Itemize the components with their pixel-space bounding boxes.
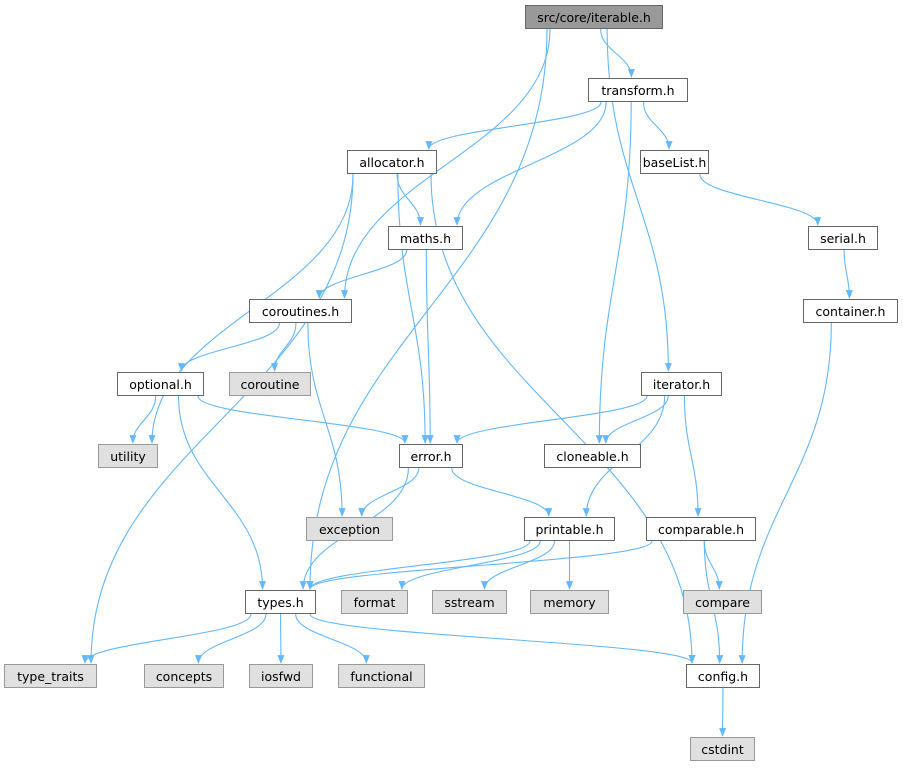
node-allocator-h[interactable]: allocator.h — [347, 150, 437, 174]
edge-transform-to-allocator — [425, 101, 602, 150]
node-printable-h[interactable]: printable.h — [524, 517, 615, 541]
edge-allocator-to-type_traits — [87, 173, 354, 664]
node-format[interactable]: format — [341, 590, 408, 614]
edge-error-to-printable — [451, 467, 553, 517]
edge-printable-to-sstream — [481, 540, 556, 590]
node-iterable-h[interactable]: src/core/iterable.h — [525, 5, 663, 29]
node-transform-h[interactable]: transform.h — [588, 78, 688, 102]
node-types-h[interactable]: types.h — [245, 590, 316, 614]
node-iosfwd[interactable]: iosfwd — [249, 664, 313, 688]
node-exception[interactable]: exception — [306, 517, 393, 541]
edge-coroutines-to-coroutine — [271, 322, 297, 372]
node-concepts[interactable]: concepts — [144, 664, 224, 688]
node-functional[interactable]: functional — [338, 664, 425, 688]
edge-optional-to-error — [197, 395, 409, 444]
edge-iterable-to-coroutines — [341, 28, 551, 299]
edge-error-to-exception — [358, 467, 420, 517]
node-iterator-h[interactable]: iterator.h — [641, 372, 722, 396]
edge-baseList-to-serial — [699, 173, 822, 226]
edge-comparable-to-types — [306, 540, 653, 590]
edge-transform-to-maths — [453, 101, 607, 226]
edge-maths-to-coroutines — [315, 249, 408, 299]
edge-iterable-to-transform — [600, 28, 635, 78]
edge-printable-to-types — [306, 540, 531, 590]
edge-printable-to-format — [398, 540, 541, 590]
node-maths-h[interactable]: maths.h — [388, 226, 463, 250]
edge-iterator-to-error — [453, 395, 648, 444]
edge-coroutines-to-exception — [307, 322, 346, 517]
edge-types-to-type_traits — [81, 613, 252, 664]
node-utility[interactable]: utility — [98, 444, 158, 468]
edge-optional-to-utility — [129, 395, 157, 444]
node-type-traits[interactable]: type_traits — [4, 664, 97, 688]
node-comparable-h[interactable]: comparable.h — [646, 517, 756, 541]
node-memory[interactable]: memory — [530, 590, 609, 614]
edge-iterator-to-cloneable — [602, 395, 669, 444]
node-compare[interactable]: compare — [683, 590, 762, 614]
edge-comparable-to-compare — [703, 540, 723, 590]
edge-types-to-functional — [295, 613, 370, 664]
edge-iterator-to-comparable — [683, 395, 702, 517]
edge-transform-to-cloneable — [595, 101, 632, 444]
node-cstdint[interactable]: cstdint — [690, 737, 755, 761]
edge-serial-to-container — [843, 249, 853, 299]
edge-types-to-concepts — [194, 613, 267, 664]
node-cloneable-h[interactable]: cloneable.h — [544, 444, 641, 468]
edge-allocator-to-error — [397, 173, 429, 444]
node-coroutines-h[interactable]: coroutines.h — [249, 299, 352, 323]
edge-coroutines-to-optional — [178, 322, 281, 372]
edge-iterable-to-types — [306, 28, 548, 590]
node-serial-h[interactable]: serial.h — [808, 226, 878, 250]
node-optional-h[interactable]: optional.h — [117, 372, 204, 396]
node-config-h[interactable]: config.h — [686, 664, 760, 688]
edge-maths-to-error — [425, 249, 434, 444]
edge-transform-to-baseList — [642, 101, 673, 150]
node-baselist-h[interactable]: baseList.h — [640, 150, 709, 174]
node-coroutine[interactable]: coroutine — [229, 372, 311, 396]
edge-optional-to-types — [177, 395, 267, 590]
node-error-h[interactable]: error.h — [399, 444, 463, 468]
node-container-h[interactable]: container.h — [803, 299, 898, 323]
edge-types-to-config — [309, 613, 696, 664]
node-sstream[interactable]: sstream — [432, 590, 507, 614]
